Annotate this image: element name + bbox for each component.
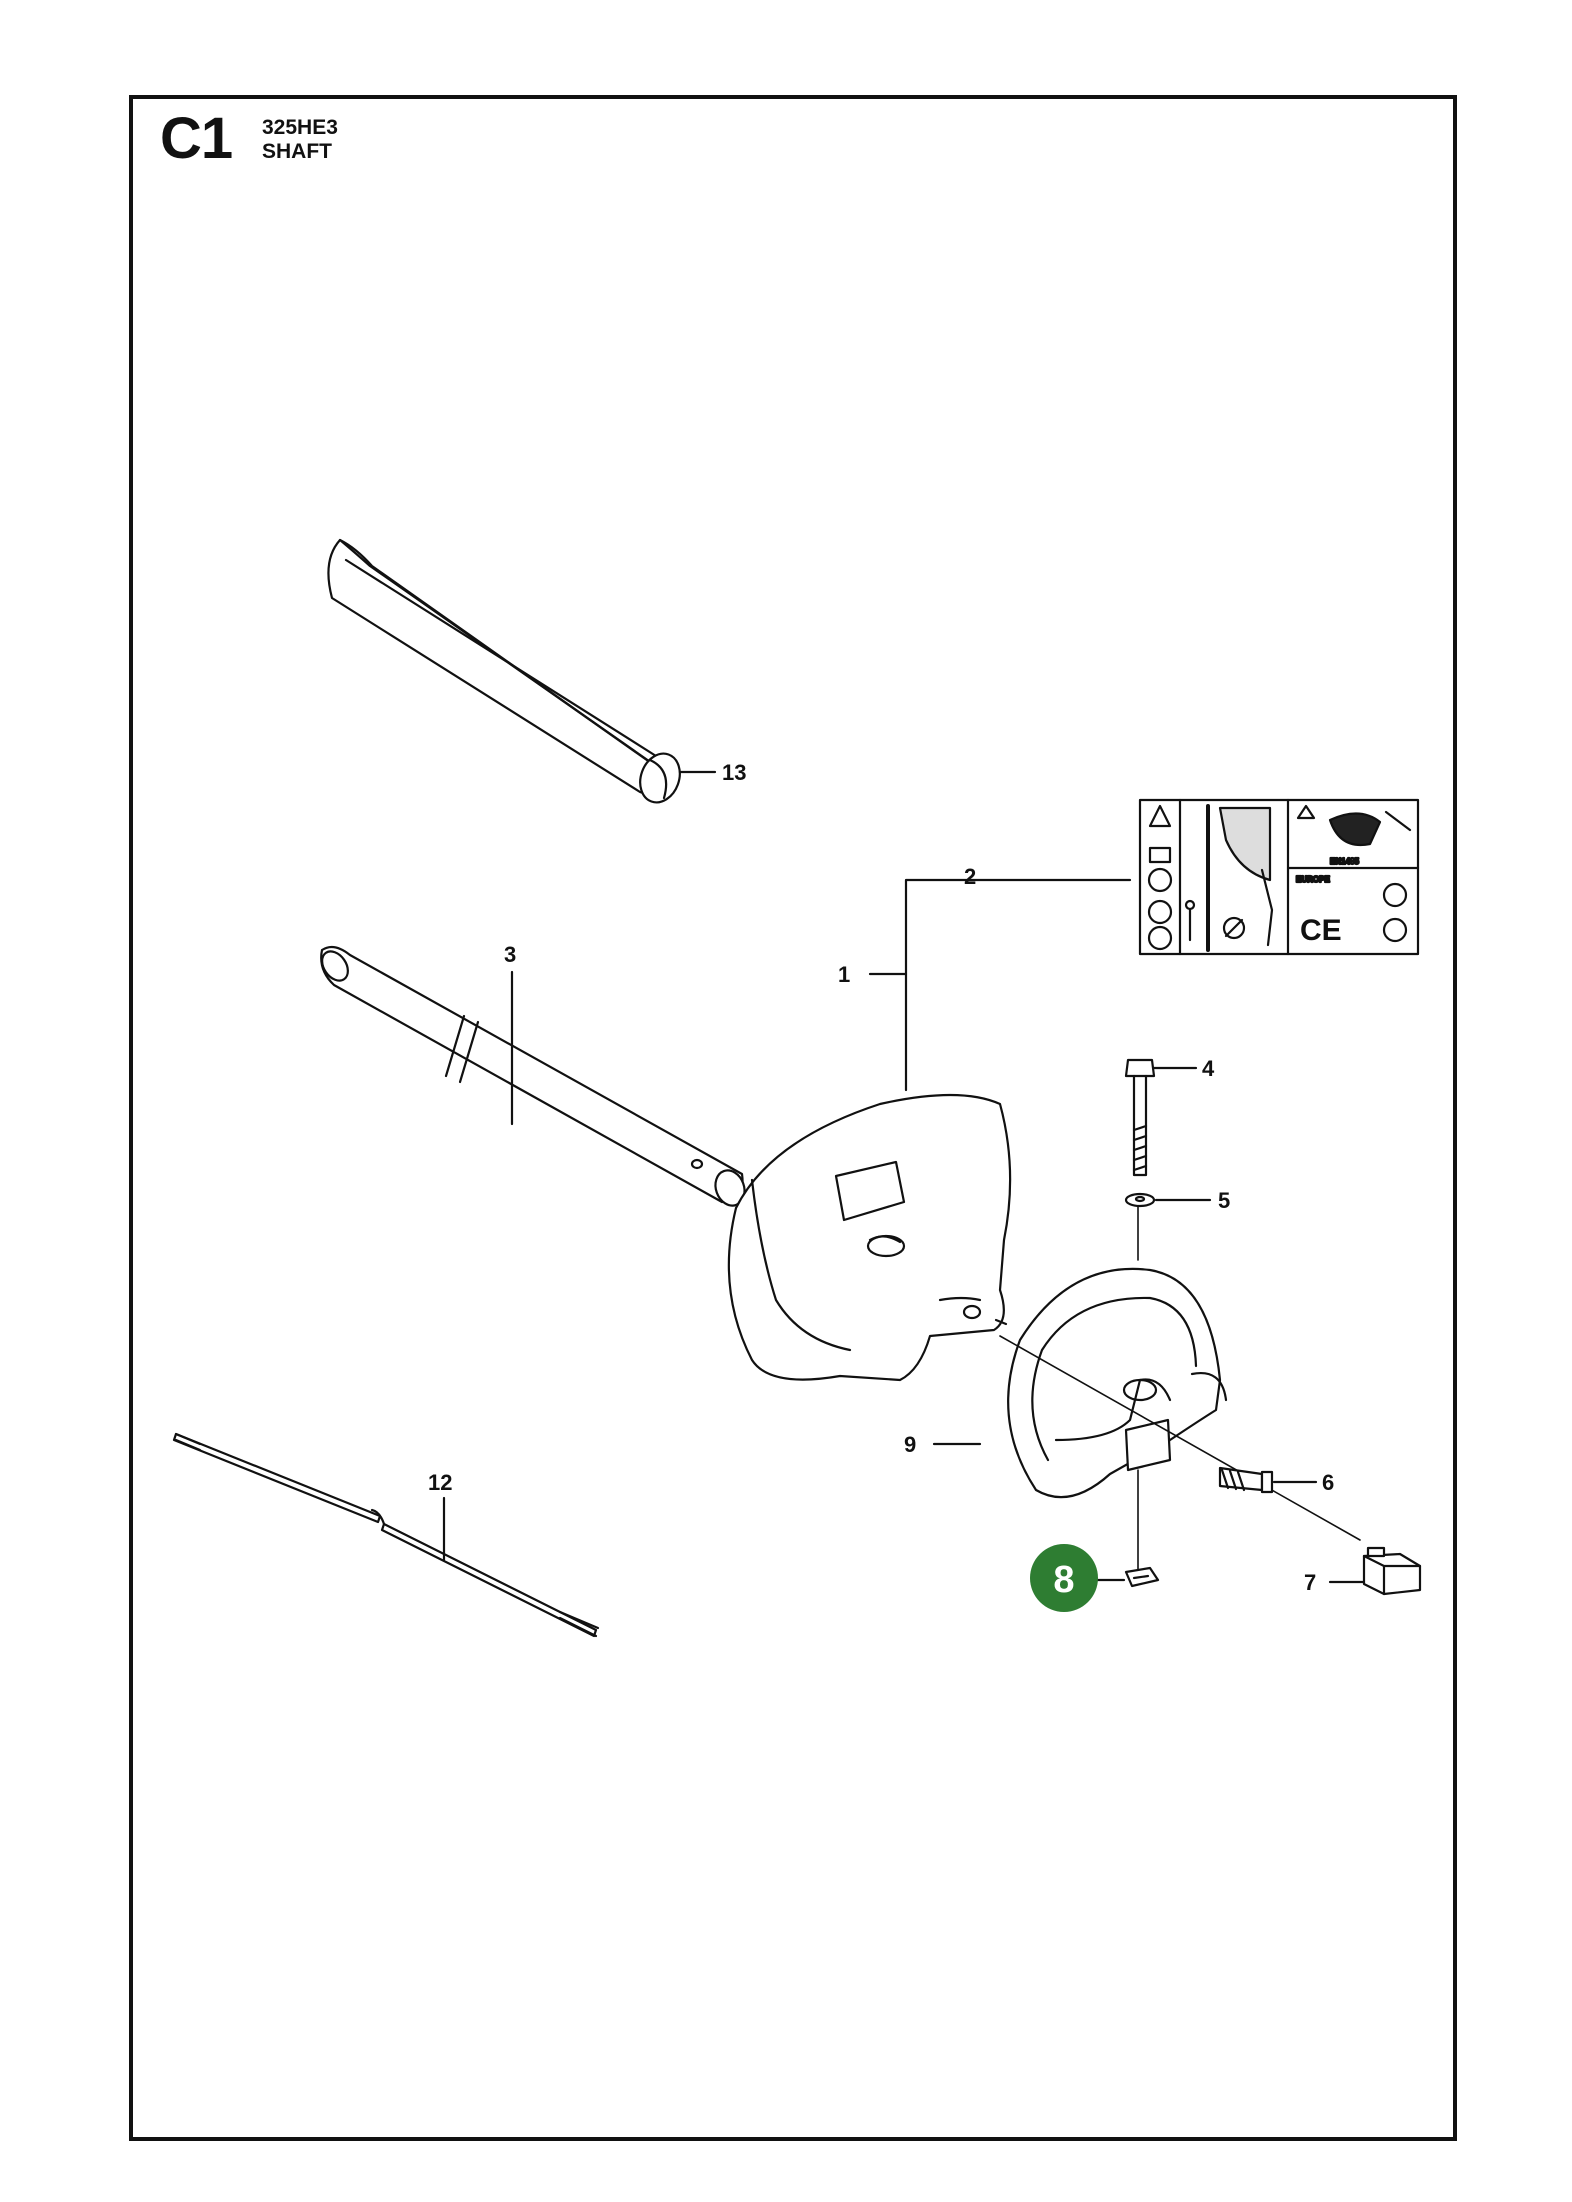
decal-ce-mark: CE — [1300, 914, 1342, 947]
part-3-tube[interactable] — [317, 945, 749, 1210]
callout-1: 1 — [838, 962, 850, 987]
part-7-block[interactable] — [1362, 1546, 1422, 1596]
part-8-nut[interactable] — [1124, 1566, 1160, 1588]
leader-2 — [904, 878, 1132, 1092]
callout-6: 6 — [1322, 1470, 1334, 1495]
decal-region: EUROPE — [1296, 875, 1330, 884]
part-9-loop-handle[interactable] — [1007, 1267, 1228, 1499]
callout-8: 8 — [1053, 1559, 1074, 1601]
callout-2: 2 — [964, 864, 976, 889]
callout-7: 7 — [1304, 1570, 1316, 1595]
callout-12: 12 — [428, 1470, 452, 1495]
callout-4: 4 — [1202, 1056, 1215, 1081]
decal-standard: EN1485 — [1330, 857, 1359, 866]
assembly-axis — [999, 1335, 1361, 1541]
part-5-washer[interactable] — [1124, 1192, 1156, 1208]
part-6-screw[interactable] — [1218, 1466, 1274, 1494]
callout-3: 3 — [504, 942, 516, 967]
callout-9: 9 — [904, 1432, 916, 1457]
part-1-clamp-body[interactable] — [727, 1093, 1012, 1382]
part-13-outer-tube[interactable] — [327, 538, 686, 808]
callout-5: 5 — [1218, 1188, 1230, 1213]
part-4-bolt[interactable] — [1124, 1058, 1156, 1177]
section-title: SHAFT — [262, 140, 332, 163]
part-2-decal[interactable]: EN1485 EUROPE CE — [1138, 798, 1420, 956]
callout-13: 13 — [722, 760, 746, 785]
model-number: 325HE3 — [262, 116, 338, 139]
drawing-frame — [129, 95, 1457, 2141]
section-code: C1 — [160, 106, 233, 171]
part-12-drive-shaft[interactable] — [172, 1432, 600, 1638]
highlight-callout-8[interactable] — [1030, 1544, 1098, 1612]
